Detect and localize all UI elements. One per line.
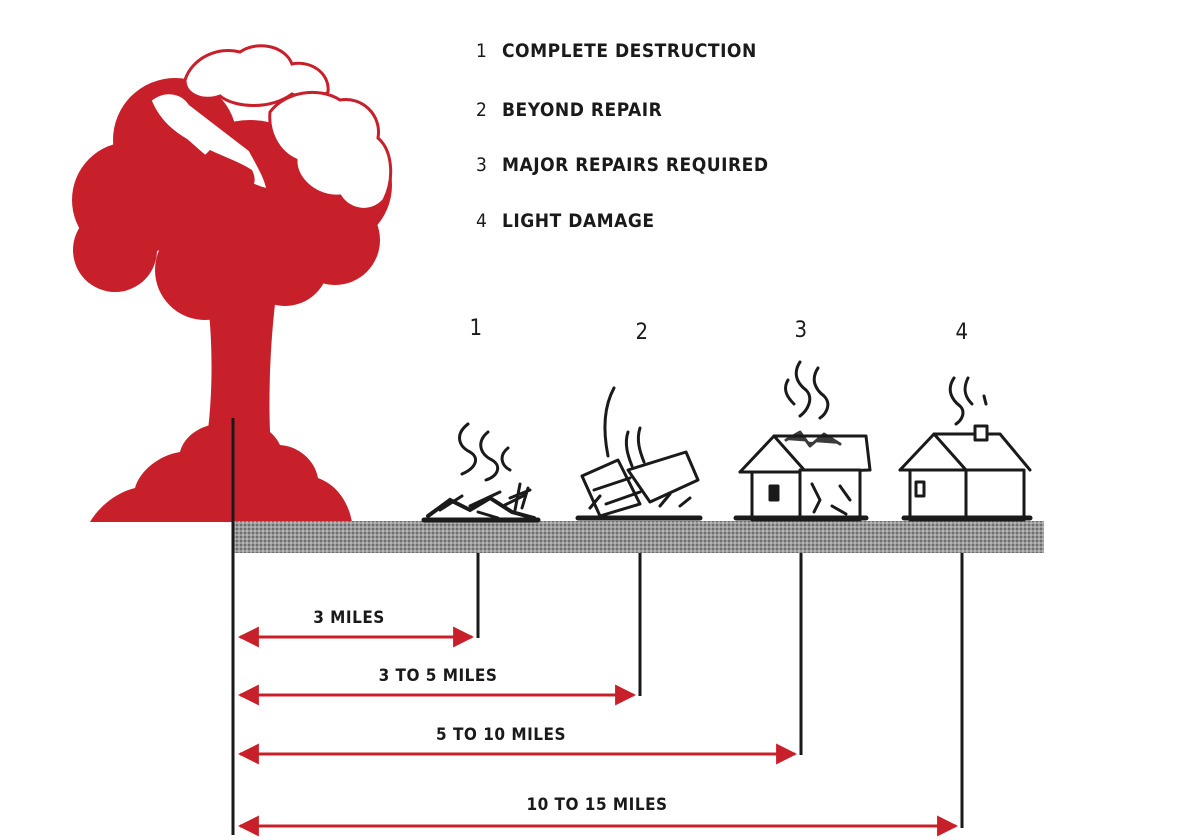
legend-item-4: 4 LIGHT DAMAGE — [476, 210, 655, 232]
legend-number: 2 — [476, 99, 488, 121]
distance-label-1: 3 MILES — [313, 608, 385, 628]
legend-item-2: 2 BEYOND REPAIR — [476, 99, 662, 121]
distance-label-3: 5 TO 10 MILES — [436, 725, 566, 745]
legend-text: COMPLETE DESTRUCTION — [502, 40, 757, 62]
distance-label-4: 10 TO 15 MILES — [526, 795, 668, 815]
house-1-rubble-icon — [421, 422, 541, 523]
house-number-2: 2 — [635, 320, 649, 345]
house-number-1: 1 — [469, 316, 483, 341]
mushroom-cloud-icon — [72, 44, 393, 522]
legend-text: BEYOND REPAIR — [502, 99, 663, 121]
house-number-4: 4 — [955, 320, 969, 345]
legend-number: 4 — [476, 210, 488, 232]
legend-number: 3 — [476, 154, 488, 176]
legend-text: LIGHT DAMAGE — [502, 210, 655, 232]
legend-text: MAJOR REPAIRS REQUIRED — [502, 154, 769, 176]
ground-strip — [232, 521, 1044, 553]
legend-item-3: 3 MAJOR REPAIRS REQUIRED — [476, 154, 769, 176]
house-4-intact-icon — [898, 376, 1033, 522]
legend-item-1: 1 COMPLETE DESTRUCTION — [476, 40, 757, 62]
house-number-3: 3 — [794, 318, 808, 343]
house-3-damaged-icon — [733, 360, 872, 522]
house-2-collapsed-icon — [575, 386, 703, 521]
legend-number: 1 — [476, 40, 488, 62]
distance-label-2: 3 TO 5 MILES — [378, 666, 498, 686]
